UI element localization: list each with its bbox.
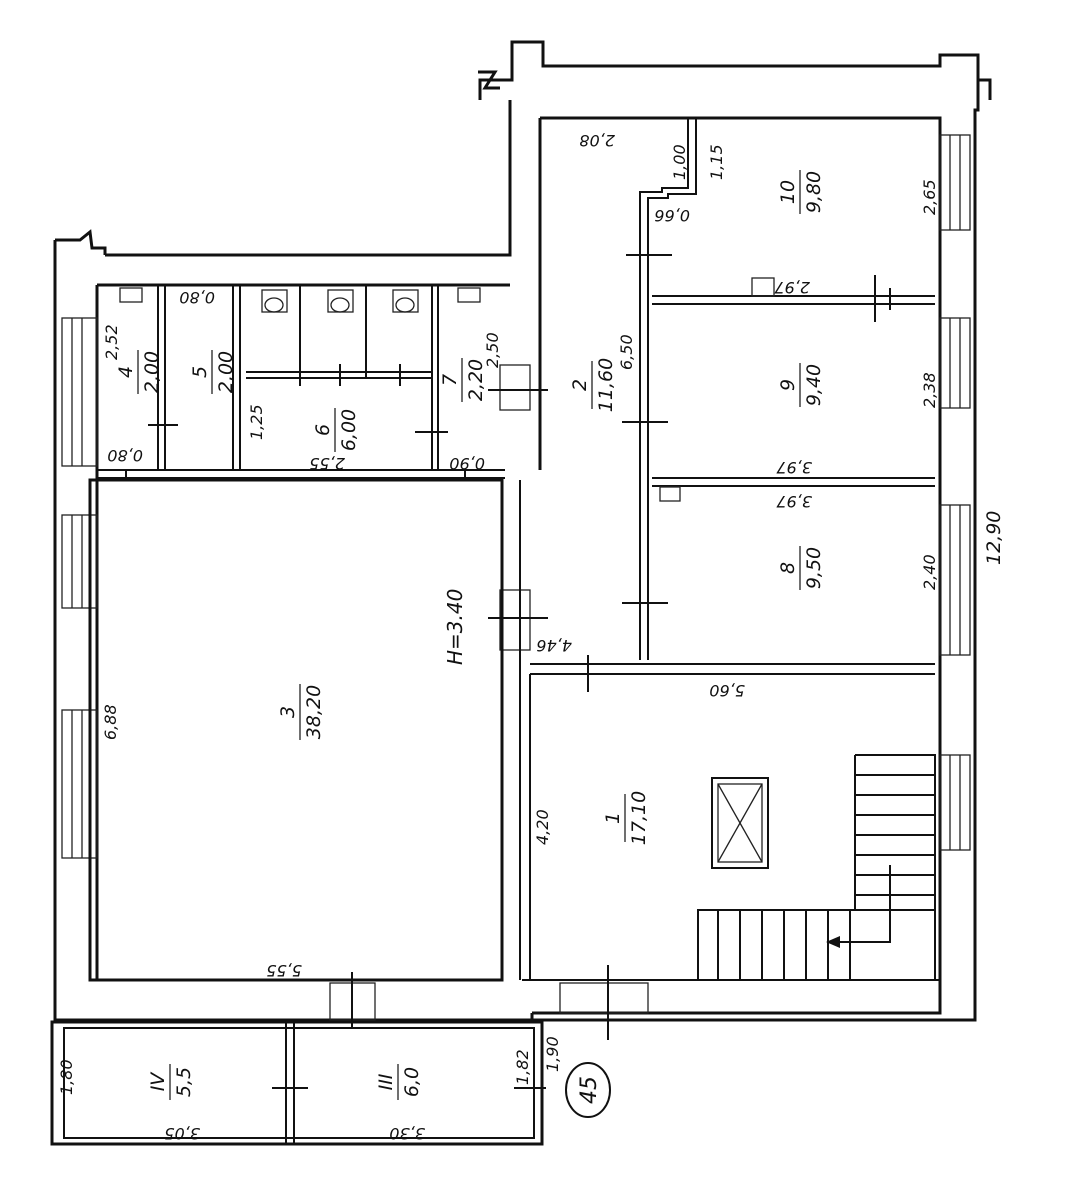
svg-text:1,82: 1,82 — [513, 1049, 532, 1085]
annex-room-IV: IV 5,5 — [147, 1064, 195, 1100]
svg-text:1,15: 1,15 — [707, 144, 726, 180]
svg-text:2,40: 2,40 — [920, 554, 939, 590]
interior-walls — [88, 118, 940, 982]
svg-text:5,55: 5,55 — [266, 961, 302, 980]
svg-text:8: 8 — [777, 562, 799, 574]
svg-text:5,60: 5,60 — [709, 681, 745, 700]
annex-room-III: III 6,0 — [375, 1064, 423, 1100]
svg-text:1,25: 1,25 — [247, 404, 266, 440]
svg-text:6,50: 6,50 — [617, 334, 636, 370]
svg-text:6,0: 6,0 — [401, 1067, 423, 1097]
svg-text:3,30: 3,30 — [389, 1124, 425, 1143]
room-7-label: 7 2,20 — [439, 358, 487, 402]
svg-text:2,00: 2,00 — [215, 351, 237, 393]
svg-text:7: 7 — [439, 374, 461, 386]
svg-text:2,65: 2,65 — [920, 179, 939, 215]
svg-text:III: III — [375, 1073, 397, 1090]
svg-text:6: 6 — [312, 424, 334, 436]
svg-text:2,50: 2,50 — [483, 332, 502, 368]
svg-text:1,80: 1,80 — [57, 1059, 76, 1095]
svg-text:2,52: 2,52 — [102, 324, 121, 360]
svg-text:9,80: 9,80 — [803, 171, 825, 213]
svg-text:2,97: 2,97 — [774, 278, 810, 297]
svg-text:6,00: 6,00 — [338, 409, 360, 451]
room-2-label: 2 11,60 — [569, 358, 617, 412]
svg-text:38,20: 38,20 — [303, 685, 325, 739]
svg-text:2,08: 2,08 — [579, 131, 615, 150]
svg-text:5,5: 5,5 — [173, 1067, 195, 1097]
room-6-label: 6 6,00 — [312, 408, 360, 452]
svg-text:0,80: 0,80 — [179, 288, 215, 307]
svg-text:3: 3 — [277, 706, 299, 718]
svg-text:2: 2 — [569, 379, 591, 391]
annex-walls — [50, 1020, 546, 1146]
dimension-labels: 2,08 1,00 1,15 0,66 2,65 2,97 6,50 2,38 … — [57, 131, 1005, 1143]
svg-text:12,90: 12,90 — [983, 511, 1005, 565]
svg-text:4,20: 4,20 — [533, 809, 552, 845]
svg-text:9,40: 9,40 — [803, 364, 825, 406]
svg-text:2,00: 2,00 — [141, 351, 163, 393]
svg-text:45: 45 — [577, 1076, 602, 1104]
svg-text:3,97: 3,97 — [776, 458, 812, 477]
svg-text:6,88: 6,88 — [101, 704, 120, 740]
ceiling-height: H=3.40 — [443, 589, 467, 665]
svg-text:1,90: 1,90 — [543, 1036, 562, 1072]
svg-text:2,55: 2,55 — [309, 454, 345, 473]
svg-text:1,00: 1,00 — [670, 144, 689, 180]
svg-text:2,20: 2,20 — [465, 359, 487, 401]
svg-text:4: 4 — [115, 366, 137, 378]
svg-text:1: 1 — [602, 812, 624, 824]
room-4-label: 4 2,00 — [115, 350, 163, 394]
svg-text:11,60: 11,60 — [595, 358, 617, 412]
svg-text:17,10: 17,10 — [628, 791, 650, 845]
svg-text:9: 9 — [777, 379, 799, 391]
room-5-label: 5 2,00 — [189, 350, 237, 394]
svg-text:5: 5 — [189, 366, 211, 378]
svg-text:3,97: 3,97 — [776, 492, 812, 511]
room-8-label: 8 9,50 — [777, 546, 825, 590]
room-3-label: 3 38,20 — [277, 684, 325, 740]
exterior-walls — [53, 40, 992, 1040]
svg-text:10: 10 — [777, 180, 799, 204]
room-10-label: 10 9,80 — [777, 170, 825, 214]
svg-text:IV: IV — [147, 1071, 169, 1092]
svg-text:2,38: 2,38 — [920, 372, 939, 408]
room-1-label: 1 17,10 — [602, 791, 650, 845]
svg-text:3,05: 3,05 — [164, 1124, 200, 1143]
svg-text:0,66: 0,66 — [654, 206, 690, 225]
svg-text:0,80: 0,80 — [107, 446, 143, 465]
svg-text:0,90: 0,90 — [449, 454, 485, 473]
svg-text:9,50: 9,50 — [803, 547, 825, 589]
svg-text:4,46: 4,46 — [536, 636, 572, 655]
room-9-label: 9 9,40 — [777, 363, 825, 407]
sheet-number-stamp: 45 — [565, 1062, 611, 1118]
